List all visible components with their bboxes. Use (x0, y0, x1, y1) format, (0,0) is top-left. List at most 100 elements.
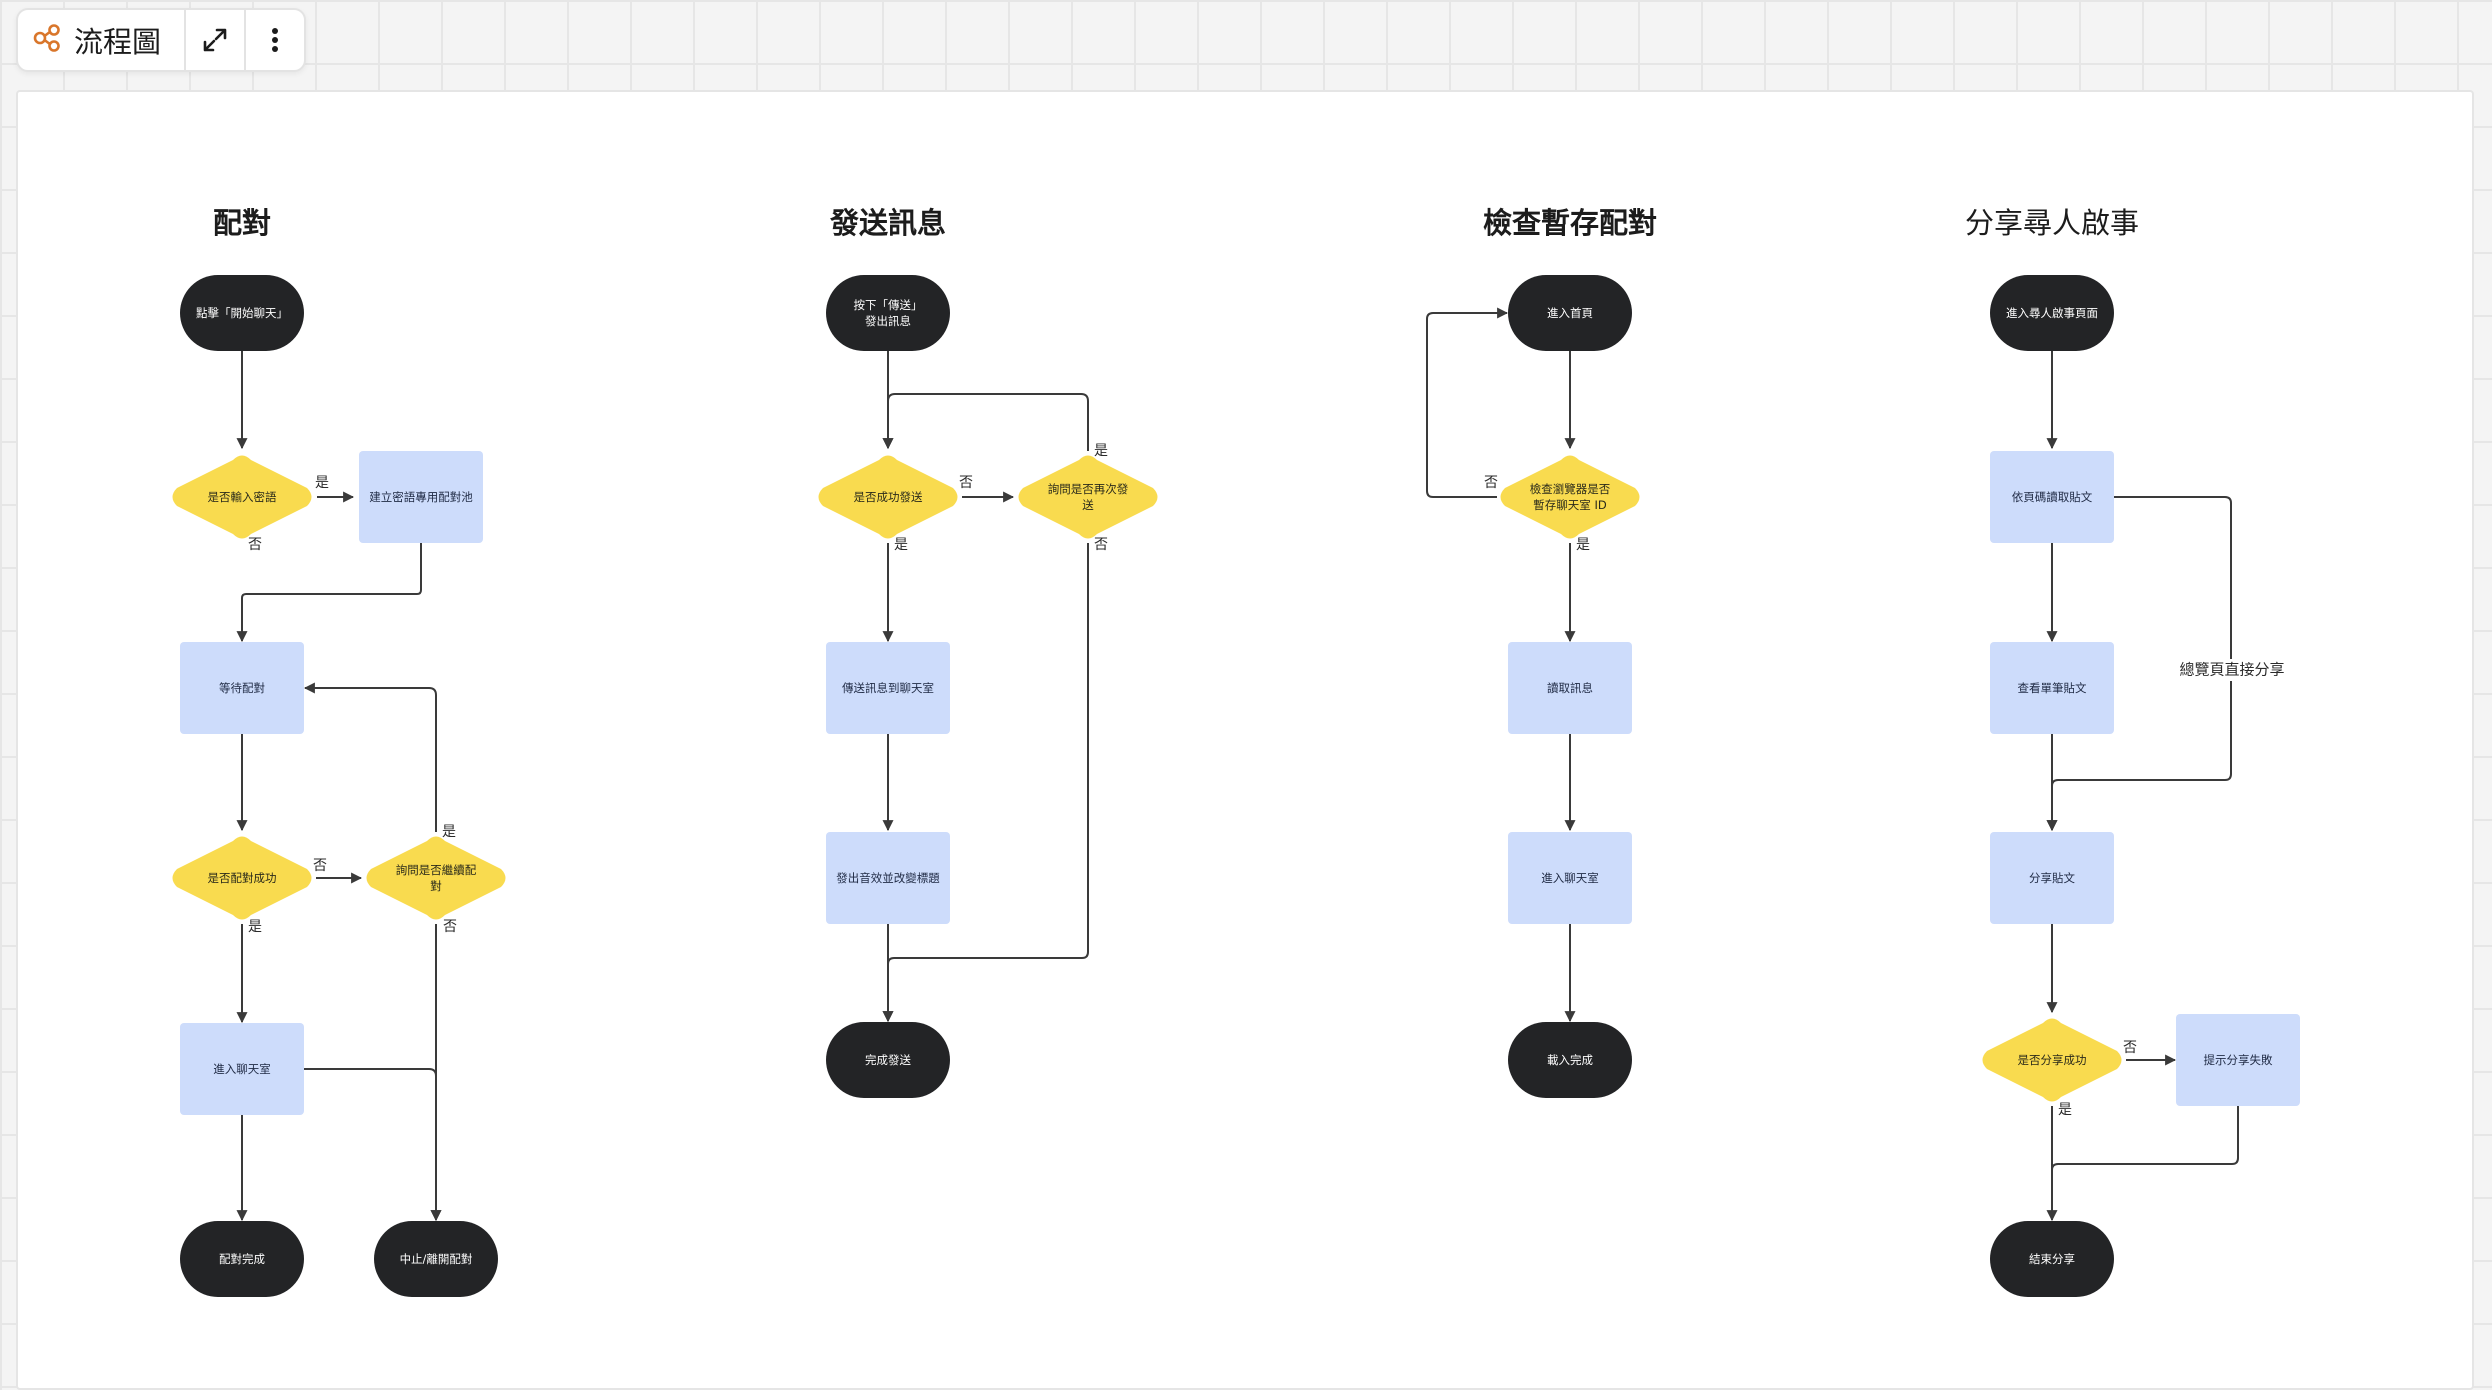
node-label: 按下「傳送」發出訊息 (854, 298, 923, 328)
node-p-done[interactable]: 配對完成 (180, 1221, 304, 1297)
section-title-pairing: 配對 (213, 206, 271, 240)
node-s-send-room[interactable]: 傳送訊息到聊天室 (826, 642, 950, 734)
node-label: 讀取訊息 (1547, 681, 1593, 695)
section-title-check: 檢查暫存配對 (1483, 206, 1657, 240)
node-s-done[interactable]: 完成發送 (826, 1022, 950, 1098)
node-p-leave[interactable]: 中止/離開配對 (374, 1221, 498, 1297)
expand-button[interactable] (183, 10, 244, 70)
edge-label-s-l1: 否 (959, 475, 973, 491)
node-p-q-password[interactable]: 是否輸入密語 (172, 455, 312, 539)
node-h-fail[interactable]: 提示分享失敗 (2176, 1014, 2300, 1106)
more-options-button[interactable] (243, 10, 304, 70)
node-h-fetch[interactable]: 依頁碼讀取貼文 (1990, 451, 2114, 543)
edge-labels: 是否否是是否否是是否否是總覽頁直接分享否是 (248, 443, 2285, 1118)
edge-label-p-l3: 否 (313, 858, 327, 874)
flowchart-icon (32, 23, 62, 57)
node-p-enter-room[interactable]: 進入聊天室 (180, 1023, 304, 1115)
node-label: 是否輸入密語 (208, 490, 277, 504)
more-vertical-icon (271, 28, 278, 52)
node-h-end[interactable]: 結束分享 (1990, 1221, 2114, 1297)
node-h-q-success[interactable]: 是否分享成功 (1982, 1018, 2122, 1102)
node-s-q-retry[interactable]: 詢問是否再次發送 (1018, 455, 1158, 539)
node-label: 配對完成 (219, 1252, 265, 1266)
terminal-shape (180, 1221, 304, 1297)
terminal-shape (1508, 275, 1632, 351)
node-label: 發出音效並改變標題 (836, 871, 940, 885)
node-label: 載入完成 (1547, 1053, 1593, 1067)
diagram-title-button[interactable]: 流程圖 (18, 10, 184, 70)
node-label: 詢問是否再次發送 (1048, 482, 1129, 512)
terminal-shape (1990, 275, 2114, 351)
node-p-q-success[interactable]: 是否配對成功 (172, 836, 312, 920)
terminal-shape (826, 1022, 950, 1098)
connector-8 (303, 682, 437, 832)
connector-10 (304, 1068, 442, 1222)
decision-shape (1982, 1018, 2122, 1102)
node-label: 傳送訊息到聊天室 (842, 681, 934, 695)
edge-label-p-l6: 否 (443, 919, 457, 935)
connector-30 (2051, 1106, 2239, 1171)
node-label: 是否配對成功 (208, 871, 277, 885)
node-label: 進入聊天室 (213, 1062, 271, 1076)
process-shape (1990, 451, 2114, 543)
node-p-create-pool[interactable]: 建立密語專用配對池 (359, 451, 483, 543)
connector-13 (882, 393, 1089, 451)
process-shape (1508, 642, 1632, 734)
decision-shape (172, 455, 312, 539)
terminal-shape (374, 1221, 498, 1297)
node-label: 建立密語專用配對池 (369, 490, 473, 504)
node-s-q-sent[interactable]: 是否成功發送 (818, 455, 958, 539)
process-shape (2176, 1014, 2300, 1106)
node-label: 進入尋人啟事頁面 (2006, 306, 2098, 320)
node-h-share[interactable]: 分享貼文 (1990, 832, 2114, 924)
node-label: 詢問是否繼續配對 (396, 863, 477, 893)
node-c-read[interactable]: 讀取訊息 (1508, 642, 1632, 734)
node-label: 分享貼文 (2029, 871, 2075, 885)
node-s-sound[interactable]: 發出音效並改變標題 (826, 832, 950, 924)
edge-label-c-l1: 否 (1484, 475, 1498, 491)
node-label: 結束分享 (2029, 1252, 2075, 1266)
decision-shape (1018, 455, 1158, 539)
connector-16 (882, 543, 1089, 1023)
node-c-done[interactable]: 載入完成 (1508, 1022, 1632, 1098)
node-label: 進入聊天室 (1541, 871, 1599, 885)
process-shape (1508, 832, 1632, 924)
terminal-shape (826, 275, 950, 351)
connector-26 (2046, 496, 2232, 832)
edge-label-p-l1: 是 (315, 475, 329, 491)
node-h-start[interactable]: 進入尋人啟事頁面 (1990, 275, 2114, 351)
edge-label-p-l4: 是 (442, 824, 456, 840)
expand-icon (203, 28, 227, 52)
node-h-view[interactable]: 查看單筆貼文 (1990, 642, 2114, 734)
node-label: 依頁碼讀取貼文 (2012, 490, 2093, 504)
decision-shape (366, 836, 506, 920)
edge-label-p-l2: 否 (248, 537, 262, 553)
decision-shape (818, 455, 958, 539)
node-label: 中止/離開配對 (400, 1252, 473, 1266)
flow-connectors (236, 307, 2239, 1222)
process-shape (826, 832, 950, 924)
node-p-wait[interactable]: 等待配對 (180, 642, 304, 734)
node-label: 是否成功發送 (854, 490, 923, 504)
terminal-shape (180, 275, 304, 351)
process-shape (180, 1023, 304, 1115)
node-p-q-continue[interactable]: 詢問是否繼續配對 (366, 836, 506, 920)
node-s-start[interactable]: 按下「傳送」發出訊息 (826, 275, 950, 351)
edge-label-h-l1: 總覽頁直接分享 (2179, 661, 2284, 679)
edge-label-h-l2: 否 (2123, 1040, 2137, 1056)
terminal-shape (1508, 1022, 1632, 1098)
node-c-q-check[interactable]: 檢查瀏覽器是否暫存聊天室 ID (1500, 455, 1640, 539)
process-shape (180, 642, 304, 734)
edge-label-bg (2180, 659, 2284, 681)
edge-label-s-l3: 是 (1094, 443, 1108, 459)
process-shape (1990, 642, 2114, 734)
process-shape (359, 451, 483, 543)
node-c-home[interactable]: 進入首頁 (1508, 275, 1632, 351)
node-c-enter[interactable]: 進入聊天室 (1508, 832, 1632, 924)
connector-3 (236, 543, 422, 643)
process-shape (1990, 832, 2114, 924)
node-label: 等待配對 (219, 681, 265, 695)
node-p-start[interactable]: 點擊「開始聊天」 (180, 275, 304, 351)
node-label: 點擊「開始聊天」 (196, 306, 288, 320)
